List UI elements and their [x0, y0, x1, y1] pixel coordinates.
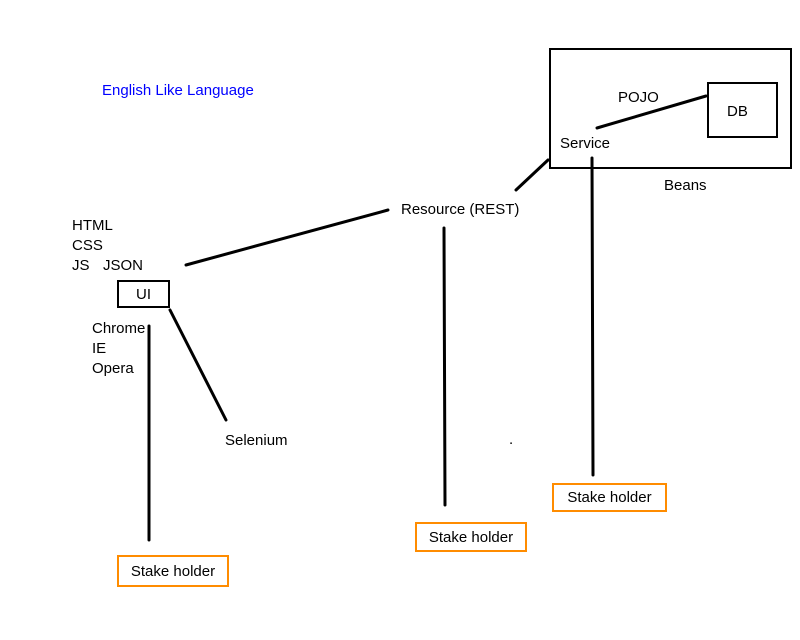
stray-dot: . [509, 431, 514, 448]
db-box [707, 82, 778, 138]
resource-rest-label: Resource (REST) [401, 201, 520, 218]
beans-container-box [549, 48, 792, 169]
js-label: JS [72, 257, 90, 274]
pojo-label: POJO [618, 89, 659, 106]
line-service-to-stakeholder [590, 156, 595, 477]
stakeholder-label: Stake holder [130, 562, 216, 580]
selenium-label: Selenium [225, 432, 288, 449]
line-ui-to-selenium [168, 308, 228, 422]
line-resource-to-stakeholder [442, 226, 447, 507]
css-label: CSS [72, 237, 103, 254]
stakeholder-label: Stake holder [428, 528, 514, 546]
stakeholder-box-service: Stake holder [552, 483, 667, 512]
stakeholder-box-resource: Stake holder [415, 522, 527, 552]
opera-label: Opera [92, 360, 134, 377]
chrome-label: Chrome [92, 320, 146, 337]
ie-label: IE [92, 340, 107, 357]
ui-box: UI [117, 280, 170, 308]
db-label: DB [727, 103, 748, 120]
line-resource-to-service [514, 158, 550, 192]
stakeholder-box-ui: Stake holder [117, 555, 229, 587]
service-label: Service [560, 134, 611, 154]
english-like-language-label: English Like Language [102, 82, 254, 99]
beans-label: Beans [664, 177, 707, 194]
html-label: HTML [72, 217, 113, 234]
stakeholder-label: Stake holder [567, 489, 652, 506]
json-label: JSON [103, 257, 144, 274]
line-service-to-db [595, 94, 708, 130]
line-ui-to-resource [184, 208, 390, 267]
ui-label: UI [136, 285, 151, 303]
